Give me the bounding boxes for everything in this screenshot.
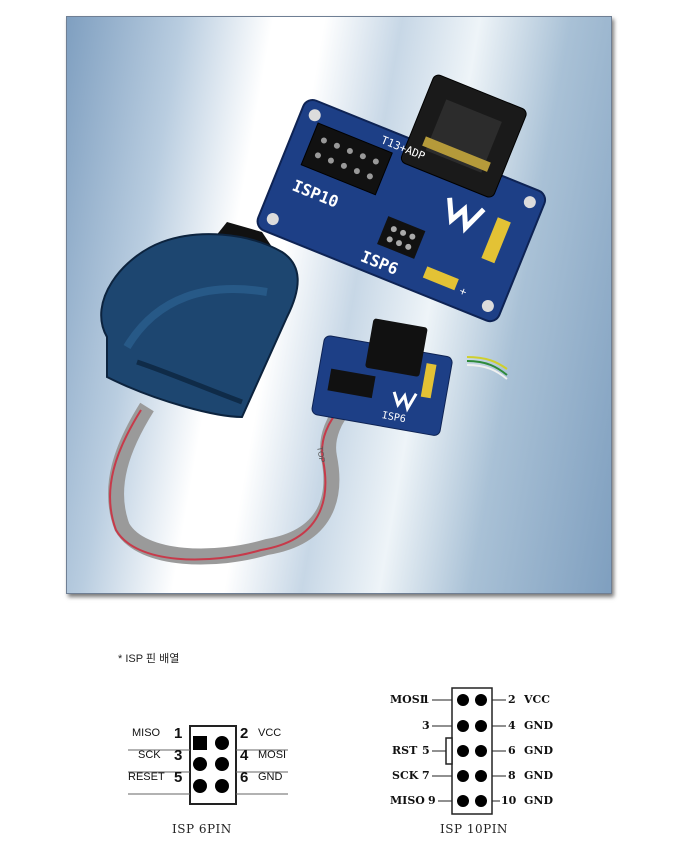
isp10-num-6: 6 [508, 744, 516, 757]
silk-isp6-small: ISP6 [381, 410, 407, 425]
isp10-label-gnd-10: GND [524, 794, 553, 807]
ribbon-cable [108, 399, 353, 565]
isp6-num-5: 5 [174, 769, 183, 786]
product-photo: ISP10 T13+ADP ISP6 + IS [66, 16, 612, 594]
isp10-label-gnd-4: GND [524, 719, 553, 732]
usb-programmer [100, 222, 299, 419]
isp10-label-gnd-8: GND [524, 769, 553, 782]
silk-plus: + [457, 284, 469, 300]
isp6-caption: ISP 6PIN [172, 822, 232, 836]
isp10-num-3: 3 [422, 719, 430, 732]
isp10-num-5: 5 [422, 744, 430, 757]
isp6-header-shape [128, 725, 288, 805]
isp6-label-miso: MISO [132, 727, 161, 739]
isp6-num-1: 1 [174, 725, 183, 742]
isp10-num-8: 8 [508, 769, 516, 782]
isp10-label-miso: MISO [390, 794, 425, 807]
programmer-illustration: ISP10 T13+ADP ISP6 + IS [100, 74, 547, 565]
isp6-num-3: 3 [174, 747, 183, 764]
isp10-num-4: 4 [508, 719, 516, 732]
isp6-label-vcc: VCC [258, 727, 282, 739]
isp6-num-2: 2 [240, 725, 249, 742]
isp10-caption: ISP 10PIN [440, 822, 508, 836]
isp10-num-10: 10 [501, 794, 517, 807]
silk-top: TOP [315, 446, 327, 464]
isp10-num-2: 2 [508, 693, 516, 706]
adapter-board-large: ISP10 T13+ADP ISP6 + [256, 74, 547, 323]
isp6-label-sck: SCK [138, 749, 161, 761]
isp10-num-9: 9 [428, 794, 436, 807]
pinout-note: * ISP 핀 배열 [118, 653, 180, 665]
isp6-num-6: 6 [240, 769, 249, 786]
adapter-board-small: ISP6 [311, 318, 453, 436]
isp10-label-mosi: MOSI [390, 693, 425, 706]
isp10-header-shape [432, 687, 506, 815]
isp6-label-reset: RESET [128, 771, 165, 783]
isp6-diagram: MISO 1 SCK 3 RESET 5 2 VCC 4 MOSI 6 GND [128, 720, 288, 810]
isp10-label-sck: SCK [392, 769, 419, 782]
isp6-num-4: 4 [240, 747, 249, 764]
isp6-label-gnd: GND [258, 771, 283, 783]
isp10-num-7: 7 [422, 769, 430, 782]
isp6-label-mosi: MOSI [258, 749, 287, 761]
isp10-label-rst: RST [392, 744, 418, 757]
isp10-num-1: 1 [422, 693, 430, 706]
isp10-label-vcc: VCC [524, 693, 551, 706]
isp10-label-gnd-6: GND [524, 744, 553, 757]
isp10-diagram: MOSI 1 3 RST 5 SCK 7 MISO 9 2 VCC 4 GND … [388, 686, 558, 816]
